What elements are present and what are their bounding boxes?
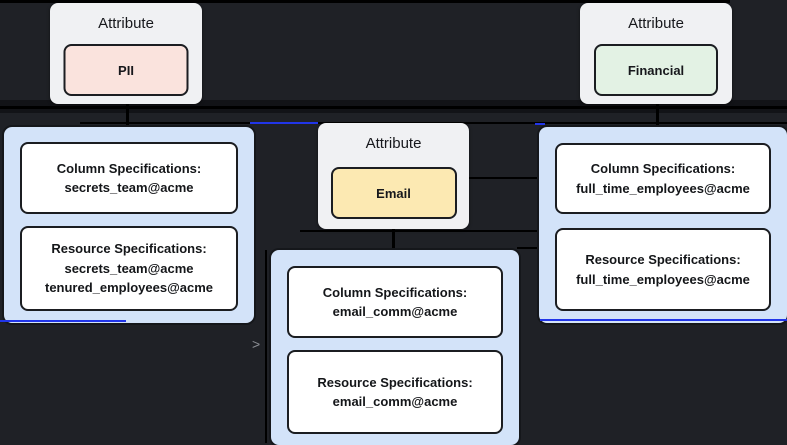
resource-specifications-box[interactable]: Resource Specifications: full_time_emplo… xyxy=(555,228,771,311)
column-specifications-heading: Column Specifications: xyxy=(590,161,736,176)
column-specifications-box[interactable]: Column Specifications: email_comm@acme xyxy=(287,266,503,338)
resource-specifications-box[interactable]: Resource Specifications: secrets_team@ac… xyxy=(20,226,238,311)
edge-pii-to-secrets-stub[interactable] xyxy=(126,103,129,125)
attribute-node-email[interactable]: Attribute Email xyxy=(318,123,469,229)
resource-specification-entry: full_time_employees@acme xyxy=(576,271,750,287)
edge-arrowhead-icon: > xyxy=(252,336,261,352)
edge-segment-horizontal-3[interactable] xyxy=(300,230,537,232)
column-specifications-box[interactable]: Column Specifications: secrets_team@acme xyxy=(20,142,238,214)
resource-specifications-heading: Resource Specifications: xyxy=(585,252,741,267)
resource-specifications-heading: Resource Specifications: xyxy=(317,374,473,390)
column-specification-entry: secrets_team@acme xyxy=(64,180,194,195)
attribute-chip-label: Financial xyxy=(627,62,685,78)
resource-specifications-box[interactable]: Resource Specifications: email_comm@acme xyxy=(287,350,503,434)
attribute-chip-email[interactable]: Email xyxy=(330,167,457,219)
attribute-node-financial[interactable]: Attribute Financial xyxy=(580,3,732,104)
attribute-node-title: Attribute xyxy=(628,15,684,32)
spec-node-email-comm[interactable]: Column Specifications: email_comm@acme R… xyxy=(269,248,521,445)
column-specifications-box[interactable]: Column Specifications: full_time_employe… xyxy=(555,143,771,214)
resource-specification-entry: tenured_employees@acme xyxy=(44,280,214,296)
attribute-chip-financial[interactable]: Financial xyxy=(594,44,718,96)
attribute-node-pii[interactable]: Attribute PII xyxy=(50,3,202,104)
attribute-chip-label: PII xyxy=(118,62,134,78)
edge-segment-horizontal-5[interactable] xyxy=(517,247,537,249)
selected-edge-segment-3[interactable] xyxy=(0,320,126,322)
resource-specification-entry: secrets_team@acme xyxy=(64,260,194,276)
edge-segment-vertical-mid[interactable] xyxy=(265,250,267,443)
attribute-chip-pii[interactable]: PII xyxy=(63,44,189,96)
edge-segment-horizontal-1[interactable] xyxy=(0,106,787,109)
edge-financial-to-fulltime-stub[interactable] xyxy=(656,103,659,125)
resource-specifications-heading: Resource Specifications: xyxy=(51,241,207,257)
edge-segment-top[interactable] xyxy=(0,0,730,3)
column-specifications-heading: Column Specifications: xyxy=(56,160,202,176)
resource-specification-entry: email_comm@acme xyxy=(332,394,458,409)
edge-segment-horizontal-4[interactable] xyxy=(468,177,537,179)
selected-edge-segment-1[interactable] xyxy=(250,122,318,124)
selected-edge-segment-2[interactable] xyxy=(535,123,545,125)
attribute-node-title: Attribute xyxy=(98,15,154,32)
column-specifications-heading: Column Specifications: xyxy=(322,284,468,300)
attribute-node-title: Attribute xyxy=(365,135,422,152)
selected-edge-segment-4[interactable] xyxy=(540,319,787,321)
attribute-chip-label: Email xyxy=(376,185,411,201)
spec-node-secrets-team[interactable]: Column Specifications: secrets_team@acme… xyxy=(2,125,256,325)
column-specification-entry: full_time_employees@acme xyxy=(576,180,750,196)
edge-email-to-emailcomm-stub[interactable] xyxy=(392,229,395,248)
spec-node-full-time-employees[interactable]: Column Specifications: full_time_employe… xyxy=(537,125,787,325)
column-specification-entry: email_comm@acme xyxy=(332,304,458,319)
